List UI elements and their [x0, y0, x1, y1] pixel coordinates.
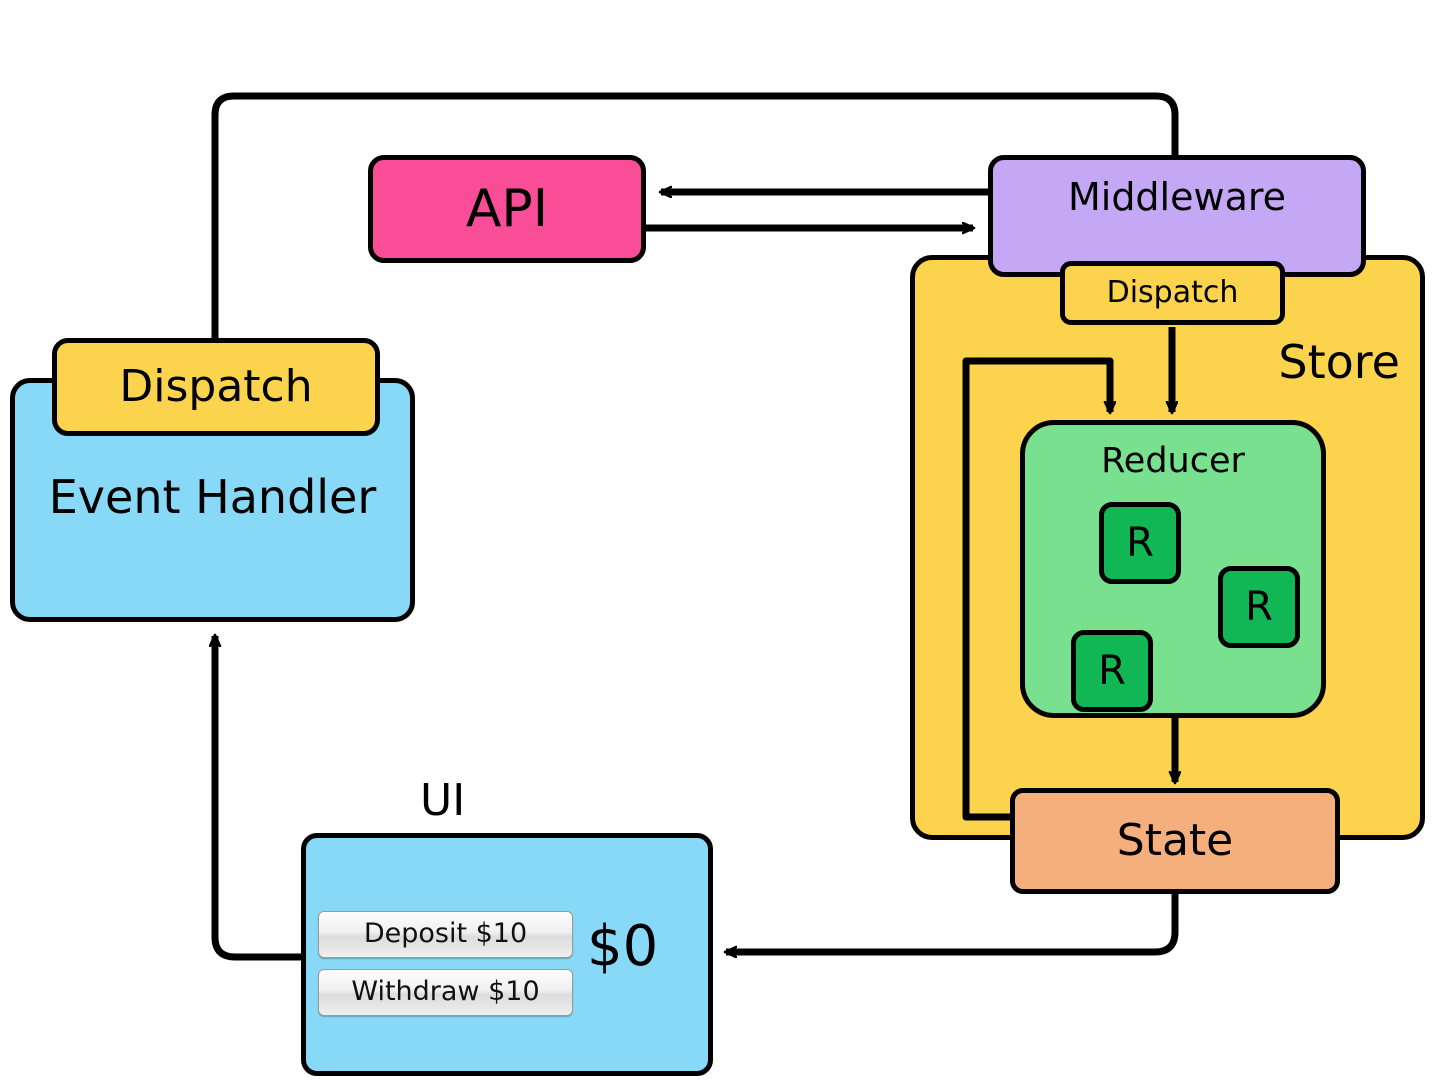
store-label: Store [1278, 335, 1400, 389]
ui-container: Deposit $10 Withdraw $10 $0 [301, 833, 713, 1076]
edge-ui-to-event-handler [215, 636, 301, 961]
withdraw-button[interactable]: Withdraw $10 [318, 969, 573, 1016]
reducer-chip: R [1071, 630, 1153, 712]
reducer-chip: R [1218, 566, 1300, 648]
dispatch-node-store: Dispatch [1060, 261, 1285, 325]
deposit-button[interactable]: Deposit $10 [318, 911, 573, 958]
reducer-container: Reducer R R R [1020, 420, 1326, 718]
state-node: State [1010, 788, 1340, 894]
ui-label: UI [420, 775, 466, 826]
reducer-label: Reducer [1101, 441, 1245, 481]
balance-display: $0 [587, 914, 659, 979]
edge-state-to-ui [726, 894, 1179, 952]
middleware-node: Middleware [988, 155, 1366, 277]
reducer-chip: R [1099, 502, 1181, 584]
dispatch-node-event-handler: Dispatch [52, 338, 380, 436]
api-node: API [368, 155, 646, 263]
